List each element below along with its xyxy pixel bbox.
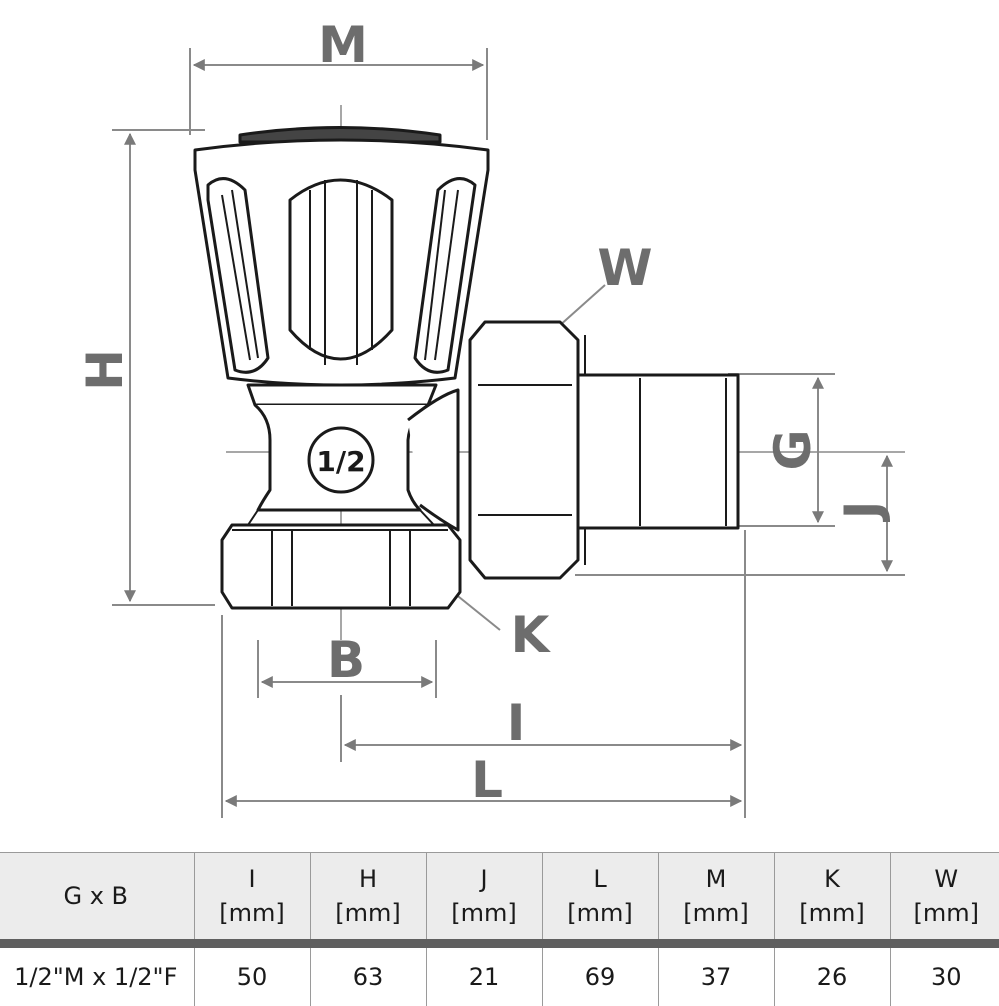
- cell-m: 37: [658, 944, 774, 1006]
- cell-l: 69: [542, 944, 658, 1006]
- header-h: H[mm]: [310, 853, 426, 944]
- dim-label-j: J: [834, 501, 892, 523]
- spec-table: G x B I[mm] H[mm] J[mm] L[mm] M[mm] K[mm…: [0, 852, 999, 1006]
- valve-drawing: 1/2 M H W G J K B I L: [0, 0, 999, 830]
- dim-label-i: I: [507, 694, 526, 752]
- header-i: I[mm]: [194, 853, 310, 944]
- cell-k: 26: [774, 944, 890, 1006]
- dim-label-b: B: [327, 631, 365, 689]
- valve-body: [195, 128, 738, 609]
- cell-h: 63: [310, 944, 426, 1006]
- table-header-row: G x B I[mm] H[mm] J[mm] L[mm] M[mm] K[mm…: [0, 853, 999, 944]
- dim-label-k: K: [511, 606, 552, 664]
- table-row: 1/2"M x 1/2"F 50 63 21 69 37 26 30: [0, 944, 999, 1006]
- cell-i: 50: [194, 944, 310, 1006]
- header-l: L[mm]: [542, 853, 658, 944]
- dim-label-l: L: [471, 751, 503, 809]
- header-m: M[mm]: [658, 853, 774, 944]
- header-g-x-b: G x B: [0, 853, 194, 944]
- dim-label-g: G: [764, 429, 822, 470]
- cell-g-x-b: 1/2"M x 1/2"F: [0, 944, 194, 1006]
- dim-label-m: M: [318, 16, 368, 74]
- header-k: K[mm]: [774, 853, 890, 944]
- dim-label-w: W: [597, 239, 652, 297]
- valve-size-label: 1/2: [316, 445, 365, 478]
- cell-j: 21: [426, 944, 542, 1006]
- header-w: W[mm]: [890, 853, 999, 944]
- dim-label-h: H: [76, 349, 134, 391]
- cell-w: 30: [890, 944, 999, 1006]
- header-j: J[mm]: [426, 853, 542, 944]
